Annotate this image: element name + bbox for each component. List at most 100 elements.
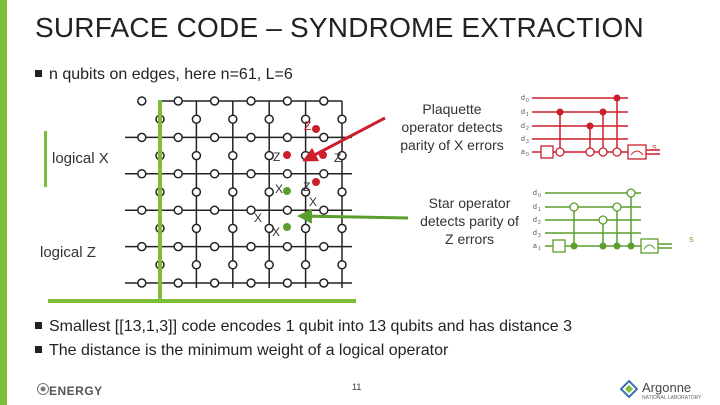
doe-logo-text: ENERGY — [49, 384, 103, 398]
bullet-top: n qubits on edges, here n=61, L=6 — [35, 66, 293, 84]
edge-qubit — [191, 114, 202, 124]
star-callout: Star operator detects parity of Z errors — [412, 194, 527, 248]
bullet-marker — [35, 322, 42, 329]
edge-qubit — [337, 114, 347, 124]
svg-text:1: 1 — [538, 246, 541, 252]
svg-text:2: 2 — [526, 126, 529, 132]
circuit-top-meter-label: S — [652, 145, 657, 152]
slide-title: SURFACE CODE – SYNDROME EXTRACTION — [35, 12, 644, 43]
edge-qubit — [173, 278, 183, 288]
edge-qubit — [282, 241, 293, 252]
bullet-marker — [35, 70, 42, 77]
edge-qubit — [191, 260, 202, 270]
lattice-nodes — [137, 96, 347, 288]
plaquette-qubit — [283, 151, 291, 159]
edge-qubit — [264, 260, 274, 270]
circuit-bottom — [545, 192, 672, 249]
page-number: 11 — [352, 382, 362, 392]
argonne-logo: Argonne NATIONAL LABORATORY — [620, 380, 710, 402]
circuit-bottom-targets — [569, 188, 636, 225]
edge-qubit — [209, 96, 220, 106]
bullet-marker — [35, 346, 42, 353]
edge-qubit — [282, 205, 293, 215]
bullet-bottom-2: The distance is the minimum weight of a … — [35, 342, 448, 360]
star-qubit — [283, 187, 291, 195]
plaquette-callout: Plaquette operator detects parity of X e… — [392, 100, 512, 154]
plaquette-z-bottom: Z — [303, 180, 310, 194]
plaquette-qubit — [312, 125, 320, 133]
edge-qubit — [246, 241, 256, 252]
circuit-top-meter — [627, 144, 647, 160]
edge-qubit — [319, 132, 329, 143]
plaquette-arrow — [302, 116, 386, 162]
edge-qubit — [337, 187, 347, 197]
bullet-bottom-1-text: Smallest [[13,1,3]] code encodes 1 qubit… — [49, 318, 573, 335]
edge-qubit — [264, 150, 274, 161]
svg-text:d: d — [533, 230, 537, 237]
edge-qubit — [337, 223, 347, 234]
edge-qubit — [300, 223, 311, 234]
edge-qubit — [319, 96, 329, 106]
edge-qubit — [137, 205, 147, 215]
doe-seal-icon — [37, 383, 49, 395]
edge-qubit — [209, 278, 220, 288]
svg-text:0: 0 — [526, 152, 529, 158]
edge-qubit — [228, 187, 238, 197]
plaquette-qubit — [312, 178, 320, 186]
edge-qubit — [173, 241, 183, 252]
svg-text:2: 2 — [538, 220, 541, 226]
edge-qubit — [282, 169, 293, 179]
edge-qubit — [246, 169, 256, 179]
star-x-left: X — [254, 211, 262, 225]
plaquette-z-left: Z — [273, 150, 280, 164]
svg-text:d: d — [521, 109, 525, 116]
edge-qubit — [137, 241, 147, 252]
edge-qubit — [228, 223, 238, 234]
edge-qubit — [173, 169, 183, 179]
edge-qubit — [173, 132, 183, 143]
bullet-bottom-1: Smallest [[13,1,3]] code encodes 1 qubit… — [35, 318, 572, 336]
edge-qubit — [319, 169, 329, 179]
circuit-bottom-meter — [640, 238, 659, 254]
edge-qubit — [173, 205, 183, 215]
svg-text:d: d — [521, 95, 525, 102]
circuit-bottom-subs: 0 1 2 3 1 — [538, 193, 541, 252]
star-line-3: Z errors — [445, 231, 494, 247]
edge-qubit — [246, 278, 256, 288]
svg-text:0: 0 — [538, 193, 541, 199]
svg-text:1: 1 — [538, 207, 541, 213]
edge-qubit — [228, 260, 238, 270]
svg-text:d: d — [533, 204, 537, 211]
edge-qubit — [246, 96, 256, 106]
circuit-top-labels: d d d d a — [521, 95, 525, 156]
edge-qubit — [300, 187, 311, 197]
svg-text:d: d — [533, 217, 537, 224]
star-arrow — [297, 208, 409, 224]
edge-qubit — [264, 187, 274, 197]
svg-text:1: 1 — [526, 112, 529, 118]
bullet-bottom-2-text: The distance is the minimum weight of a … — [49, 342, 449, 359]
svg-text:a: a — [533, 243, 537, 250]
plaquette-z-top: Z — [304, 119, 311, 133]
edge-qubit — [191, 187, 202, 197]
star-line-1: Star operator — [428, 195, 511, 211]
circuit-top-ancilla-box — [540, 145, 554, 159]
edge-qubit — [137, 132, 147, 143]
svg-text:a: a — [521, 149, 525, 156]
edge-qubit — [282, 132, 293, 143]
circuit-bottom-labels: d d d d a — [533, 190, 537, 250]
svg-text:d: d — [521, 136, 525, 143]
edge-qubit — [300, 114, 311, 124]
logical-x-label: logical X — [52, 150, 109, 167]
star-line-2: detects parity of — [420, 213, 519, 229]
edge-qubit — [191, 223, 202, 234]
circuit-bottom-ancilla-box — [552, 239, 566, 253]
circuit-top-subs: 0 1 2 3 0 — [526, 98, 529, 158]
edge-qubit — [209, 241, 220, 252]
edge-qubit — [319, 205, 329, 215]
circuit-bottom-gates — [570, 242, 635, 250]
star-x-right: X — [309, 195, 317, 209]
edge-qubit — [300, 260, 311, 270]
star-qubit — [283, 223, 291, 231]
svg-text:3: 3 — [538, 233, 541, 239]
